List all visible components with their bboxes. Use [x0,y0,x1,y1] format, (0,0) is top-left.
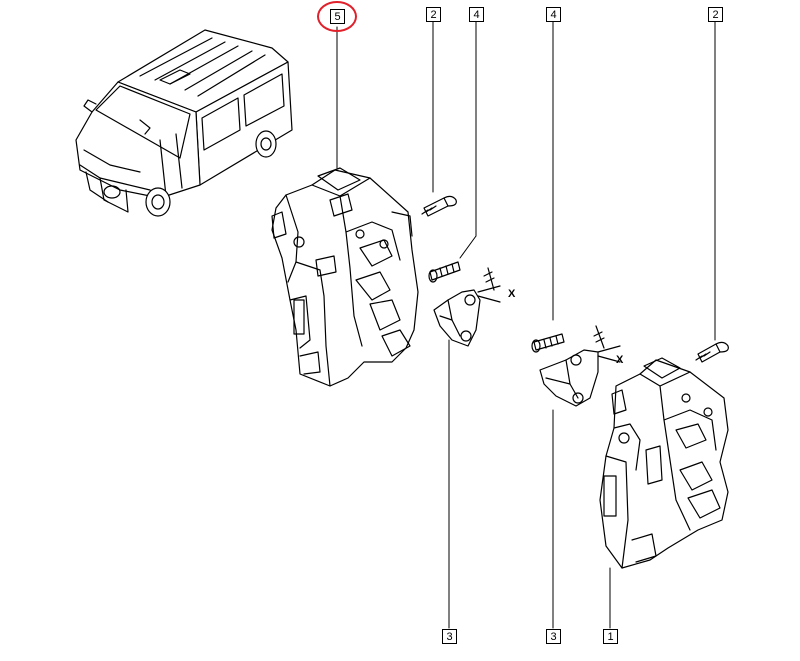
screw-4-left [428,261,461,283]
screw-2-left [421,195,457,217]
highlight-ring [317,1,357,32]
door-lock-assembly-left [271,167,419,387]
callout-3-left: 3 [442,629,457,644]
callout-4-left: 4 [469,7,484,22]
callout-1: 1 [603,629,618,644]
striker-3-right [539,325,621,407]
callout-3-right: 3 [546,629,561,644]
screw-2-right [695,341,729,363]
axis-mark-x-right: X [616,354,624,366]
striker-3-left [433,267,501,347]
leader-lines [336,21,716,629]
door-lock-assembly-right [599,357,729,569]
callout-2-left: 2 [426,7,441,22]
callout-4-right: 4 [546,7,561,22]
van-illustration [75,29,293,217]
axis-mark-x-left: X [508,288,516,300]
screw-4-right [531,333,565,353]
callout-2-right: 2 [708,7,723,22]
